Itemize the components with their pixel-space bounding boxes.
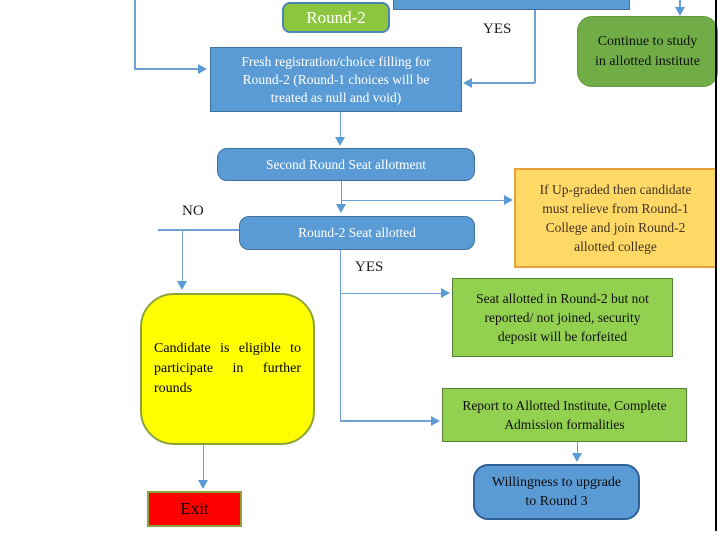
node-label: Exit bbox=[180, 499, 209, 518]
connector-no-vertical bbox=[181, 229, 183, 282]
arrow-down-icon bbox=[177, 281, 187, 290]
connector-branch-upgrade bbox=[341, 199, 504, 201]
node-second-round-allotment: Second Round Seat allotment bbox=[217, 148, 475, 181]
node-label: Round-2 bbox=[306, 7, 366, 27]
node-round-2-seat-allotted: Round-2 Seat allotted bbox=[239, 216, 475, 250]
node-report-institute: Report to Allotted Institute, Complete A… bbox=[442, 388, 687, 442]
node-text-line: Continue to study bbox=[597, 34, 698, 49]
node-text-line: rounds bbox=[154, 381, 193, 396]
node-text-line: Report to Allotted Institute, Complete bbox=[462, 398, 667, 413]
arrow-right-icon bbox=[431, 416, 440, 426]
node-eligible-further-rounds: Candidate is eligible to participate in … bbox=[140, 293, 315, 445]
arrow-left-icon bbox=[463, 78, 472, 88]
node-fresh-registration: Fresh registration/choice filling for Ro… bbox=[210, 47, 462, 112]
connector-yes-vertical bbox=[339, 250, 341, 421]
node-text-line: Fresh registration/choice filling for bbox=[241, 53, 431, 69]
connector-entry-left bbox=[134, 0, 136, 69]
connector-yes-top-horizontal bbox=[472, 82, 535, 84]
connector-branch-not-reported bbox=[340, 292, 441, 294]
node-round-2-title: Round-2 bbox=[282, 2, 390, 33]
node-text-line: Seat allotted in Round-2 but not bbox=[476, 291, 649, 306]
node-text-line: Admission formalities bbox=[504, 417, 625, 432]
arrow-down-icon bbox=[572, 453, 582, 462]
arrow-down-icon bbox=[335, 137, 345, 146]
connector-no-horizontal bbox=[158, 229, 239, 231]
node-text-line: If Up-graded then candidate bbox=[539, 182, 692, 197]
connector-to-report bbox=[340, 420, 431, 422]
label-yes-mid: YES bbox=[355, 259, 384, 275]
node-text-line: treated as null and void) bbox=[270, 89, 402, 105]
connector-to-exit bbox=[202, 445, 204, 481]
connector-entry-left-horizontal bbox=[134, 68, 198, 70]
node-exit: Exit bbox=[147, 491, 242, 527]
node-top-partial bbox=[393, 0, 630, 10]
node-text-line: in allotted institute bbox=[595, 53, 700, 69]
node-text-line: reported/ not joined, security bbox=[484, 310, 641, 325]
node-continue-study: Continue to study in allotted institute bbox=[577, 16, 718, 87]
connector-report-to-willingness bbox=[576, 442, 578, 454]
node-label: Second Round Seat allotment bbox=[265, 156, 427, 172]
arrow-down-icon bbox=[198, 480, 208, 489]
node-text-line: participate in further bbox=[154, 361, 301, 376]
arrow-right-icon bbox=[198, 64, 207, 74]
connector-yes-top-vertical bbox=[534, 9, 536, 83]
node-upgrade-info: If Up-graded then candidate must relieve… bbox=[514, 168, 717, 268]
node-text-line: to Round 3 bbox=[525, 494, 588, 509]
arrow-down-icon bbox=[675, 7, 685, 16]
node-label: Round-2 Seat allotted bbox=[298, 225, 416, 240]
node-text-line: Round-2 (Round-1 choices will be bbox=[242, 71, 430, 87]
arrow-right-icon bbox=[441, 288, 450, 298]
connector-second-to-allotted bbox=[340, 181, 342, 206]
arrow-right-icon bbox=[504, 195, 513, 205]
node-text-line: deposit will be forfeited bbox=[497, 329, 628, 344]
node-not-reported: Seat allotted in Round-2 but not reporte… bbox=[452, 278, 673, 357]
node-text-line: College and join Round-2 bbox=[545, 220, 686, 235]
node-willingness-upgrade: Willingness to upgrade to Round 3 bbox=[473, 464, 640, 520]
node-text-line: Willingness to upgrade bbox=[491, 475, 622, 490]
node-text-line: allotted college bbox=[574, 239, 657, 254]
node-text-line: must relieve from Round-1 bbox=[542, 201, 689, 216]
label-yes-top: YES bbox=[483, 21, 512, 37]
connector-fresh-to-second bbox=[339, 112, 341, 139]
arrow-down-icon bbox=[336, 204, 346, 213]
label-no: NO bbox=[182, 203, 204, 219]
page-edge-line bbox=[714, 0, 717, 531]
node-text-line: Candidate is eligible to bbox=[154, 341, 301, 356]
connector-to-continue bbox=[679, 0, 681, 9]
